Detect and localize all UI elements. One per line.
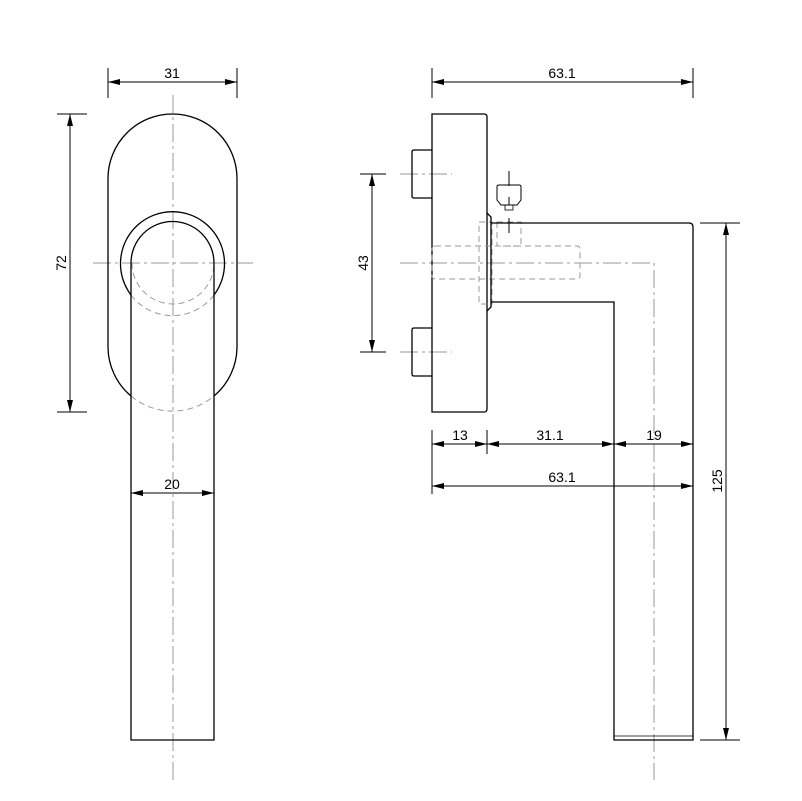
dimension-width-label: 31	[164, 65, 180, 81]
side-view: 63.1 43 13 31.1 19 63.1 125	[355, 65, 740, 780]
collar-hidden-edge	[130, 294, 215, 317]
handle-front-outline	[130, 220, 215, 741]
lock-key-icon	[496, 171, 522, 233]
rosette-outline	[107, 113, 238, 397]
dimension-handle-length-label: 125	[709, 469, 725, 493]
screw-head-top	[411, 149, 432, 199]
spindle-centerline	[400, 262, 655, 780]
base-plate	[431, 113, 488, 413]
screw-head-bottom	[411, 327, 432, 377]
dimension-height-label: 72	[53, 255, 69, 271]
collar-side	[486, 212, 492, 312]
dimension-handle-width-label: 20	[164, 476, 180, 492]
dimension-overall-width-top-label: 63.1	[548, 65, 575, 81]
collar-hidden	[478, 221, 493, 305]
front-view: 31 72 20	[53, 65, 253, 780]
handle-hidden-arc	[131, 262, 215, 305]
collar-outline	[119, 211, 226, 296]
handle-side-outline	[491, 222, 694, 741]
dimension-screw-spacing-label: 43	[355, 255, 371, 271]
dimension-grip-depth-label: 19	[646, 427, 662, 443]
rosette-hidden-edge	[130, 395, 215, 412]
dimension-neck-length-label: 31.1	[536, 427, 563, 443]
dimension-overall-width-bottom-label: 63.1	[548, 469, 575, 485]
dimension-plate-depth-label: 13	[452, 427, 468, 443]
